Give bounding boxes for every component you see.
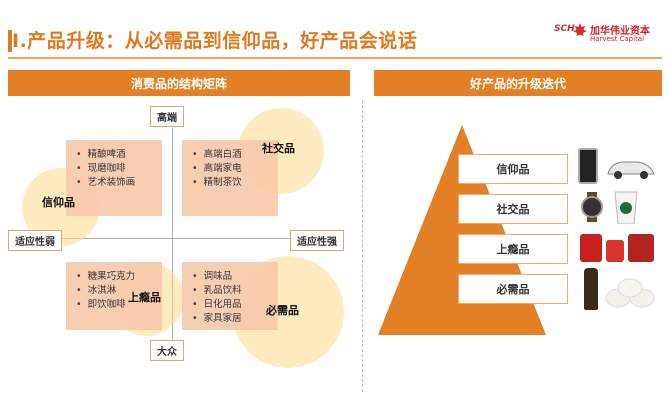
slide-title: I.产品升级：从必需品到信仰品，好产品会说话	[12, 26, 417, 53]
list-item: 现磨咖啡	[76, 162, 162, 176]
label-necessity: 必需品	[266, 302, 299, 318]
title-underline	[8, 57, 662, 59]
pyramid-header: 好产品的升级迭代	[374, 70, 662, 96]
list-item: 艺术装饰画	[76, 176, 162, 190]
axis-label-right: 适应性强	[290, 230, 344, 251]
quadrant-top-left: 精酿啤酒 现磨咖啡 艺术装饰画	[66, 140, 162, 216]
car-image	[604, 154, 656, 182]
list-item: 精酿啤酒	[76, 148, 162, 162]
steamed-buns-image	[604, 276, 658, 310]
coffee-cup-image	[612, 188, 640, 224]
maple-leaf-icon	[572, 22, 588, 38]
axis-label-bottom: 大众	[150, 340, 184, 361]
pyramid-level-social: 社交品	[458, 194, 568, 224]
liquor-box-image	[580, 234, 602, 262]
watch-image	[578, 192, 606, 222]
list-item: 高端家电	[192, 162, 278, 176]
label-faith: 信仰品	[42, 194, 75, 210]
pyramid-level-addictive: 上瘾品	[458, 234, 568, 264]
candy-image	[628, 234, 654, 262]
list-item: 精制茶饮	[192, 176, 278, 190]
label-social: 社交品	[262, 140, 295, 156]
label-addictive: 上瘾品	[128, 289, 161, 305]
matrix-header: 消费品的结构矩阵	[8, 70, 350, 96]
soy-sauce-bottle-image	[584, 268, 598, 310]
list-item: 糖果巧克力	[76, 270, 162, 284]
axis-label-left: 适应性弱	[8, 230, 62, 251]
list-item: 乳品饮料	[192, 284, 278, 298]
snack-pack-image	[606, 240, 624, 262]
pyramid-level-necessity: 必需品	[458, 274, 568, 304]
quadrant-bottom-right: 调味品 乳品饮料 日化用品 家具家居	[182, 262, 278, 330]
axis-label-top: 高端	[150, 106, 184, 127]
pyramid-level-faith: 信仰品	[458, 154, 568, 184]
panel-divider	[362, 100, 363, 392]
harvest-capital-logo: SCH 加华伟业资本 Harvest Capital	[554, 22, 664, 46]
logo-english-name: Harvest Capital	[590, 35, 644, 43]
list-item: 调味品	[192, 270, 278, 284]
phone-image	[578, 148, 598, 184]
